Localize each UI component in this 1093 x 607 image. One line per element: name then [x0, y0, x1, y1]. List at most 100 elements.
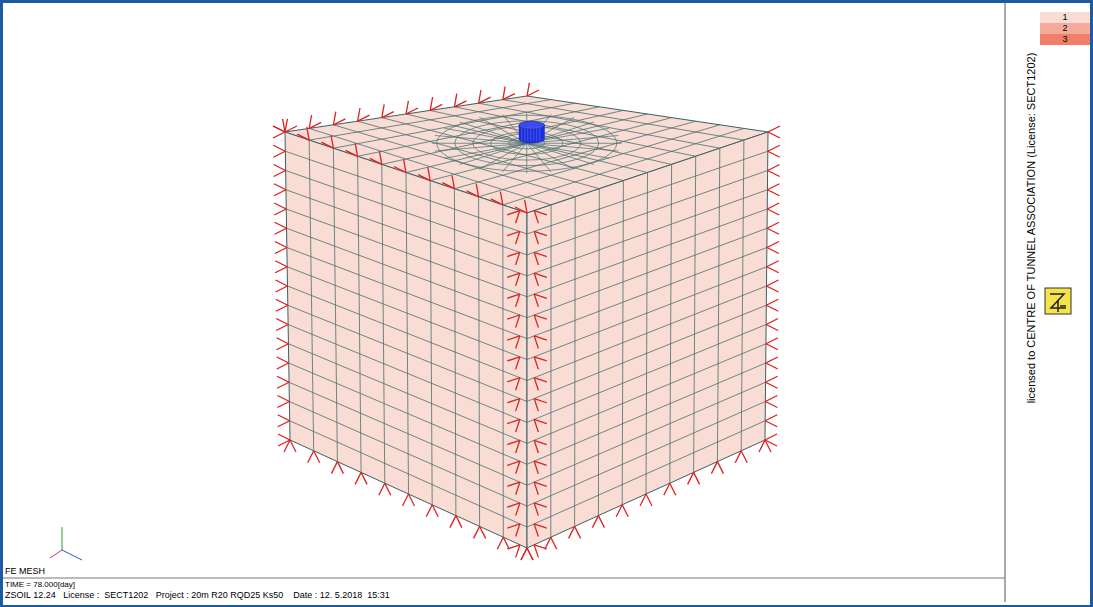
support-symbol	[276, 280, 288, 286]
support-symbol	[534, 399, 538, 412]
support-symbol	[516, 482, 520, 495]
support-symbol	[507, 378, 520, 382]
pile	[539, 127, 540, 141]
support-symbol	[694, 472, 700, 484]
support-symbol	[765, 440, 771, 452]
support-symbol	[527, 548, 533, 560]
mesh-line	[288, 325, 527, 423]
support-symbol	[274, 171, 286, 177]
support-symbol	[507, 419, 520, 423]
support-symbol	[480, 526, 486, 538]
support-symbol	[273, 145, 285, 151]
support-symbol	[534, 399, 547, 403]
support-symbol	[507, 273, 520, 277]
support-symbol	[516, 399, 520, 412]
pile	[527, 127, 528, 141]
support-symbol	[766, 376, 778, 382]
support-symbol	[355, 143, 357, 156]
support-symbol	[507, 294, 520, 298]
mesh-line	[406, 114, 648, 173]
mesh-line	[432, 143, 527, 144]
mesh-line	[527, 402, 765, 507]
support-symbol	[767, 286, 779, 292]
support-symbol	[274, 203, 286, 209]
support-symbol	[507, 503, 520, 507]
support-symbol	[275, 228, 287, 234]
support-symbol	[394, 167, 406, 173]
mesh-line	[358, 107, 600, 157]
support-symbol	[278, 415, 290, 421]
support-symbol	[534, 378, 538, 391]
support-symbol	[507, 399, 520, 403]
support-symbol	[534, 231, 547, 235]
support-symbol	[274, 184, 286, 190]
support-symbol	[432, 505, 438, 517]
support-symbol	[515, 207, 527, 213]
support-symbol	[534, 378, 547, 382]
support-symbol	[276, 305, 288, 311]
mesh-line	[527, 190, 767, 276]
support-symbol	[766, 363, 778, 369]
support-symbol	[534, 211, 547, 215]
support-symbol	[765, 402, 777, 408]
support-symbol	[500, 192, 502, 205]
support-symbol	[290, 440, 296, 452]
mesh-line	[333, 103, 575, 148]
support-symbol	[379, 483, 385, 495]
support-symbol	[346, 150, 358, 156]
support-symbol	[534, 336, 547, 340]
support-symbol	[382, 112, 394, 118]
support-symbol	[321, 142, 333, 148]
support-symbol	[409, 494, 415, 506]
support-symbol	[456, 516, 462, 528]
support-symbol	[507, 524, 520, 528]
support-symbol	[273, 132, 285, 138]
mesh-line	[290, 421, 527, 527]
support-symbol	[534, 419, 538, 432]
mesh-line	[287, 228, 527, 317]
support-symbol	[516, 252, 520, 265]
support-symbol	[467, 191, 479, 197]
support-symbol	[534, 440, 538, 453]
support-symbol	[767, 209, 779, 215]
support-symbol	[767, 280, 779, 286]
right-face	[527, 132, 768, 548]
support-symbol	[406, 101, 408, 114]
support-symbol	[767, 203, 779, 209]
mesh-line	[455, 121, 599, 166]
support-symbol	[527, 548, 533, 560]
support-symbol	[403, 494, 409, 506]
support-symbol	[767, 261, 779, 267]
support-symbol	[277, 376, 289, 382]
support-symbol	[428, 167, 430, 180]
mesh-line	[286, 190, 527, 276]
support-symbol	[534, 545, 538, 558]
support-symbol	[430, 97, 432, 110]
support-symbol	[274, 209, 286, 215]
mesh-line	[527, 325, 766, 423]
support-symbol	[276, 319, 288, 325]
mesh-line	[527, 267, 767, 360]
support-symbol	[534, 482, 538, 495]
pile	[521, 127, 522, 141]
support-symbol	[768, 126, 780, 132]
support-symbol	[503, 86, 505, 99]
support-symbol	[507, 336, 520, 340]
support-symbol	[534, 524, 547, 528]
support-symbol	[545, 537, 551, 549]
support-symbol	[358, 115, 370, 121]
support-symbol	[406, 108, 418, 114]
support-symbol	[616, 505, 622, 517]
support-symbol	[404, 159, 406, 172]
support-symbol	[278, 421, 290, 427]
mesh-line	[527, 209, 767, 297]
support-symbol	[534, 419, 547, 423]
support-symbol	[507, 440, 520, 444]
support-symbol	[297, 134, 309, 140]
support-symbol	[534, 211, 538, 224]
support-symbol	[426, 505, 432, 517]
support-symbol	[569, 526, 575, 538]
support-symbol	[534, 294, 538, 307]
support-symbol	[308, 451, 314, 463]
support-symbol	[516, 231, 520, 244]
